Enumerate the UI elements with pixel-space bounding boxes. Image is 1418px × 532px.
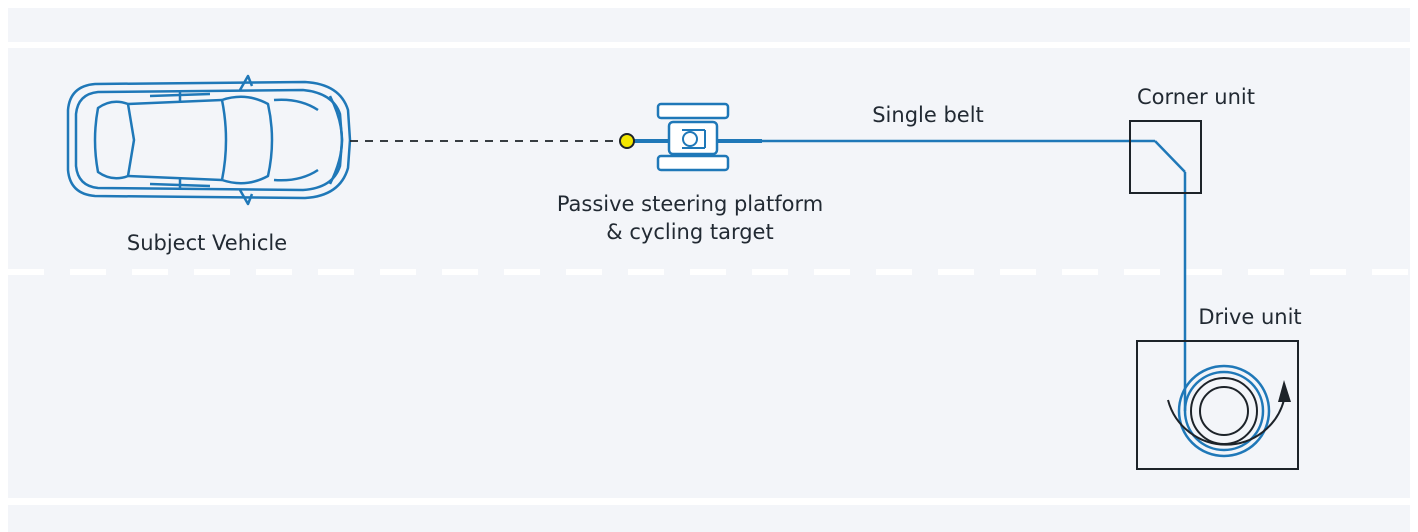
platform-label-line2: & cycling target [606,220,774,244]
drive-unit-label: Drive unit [1198,305,1302,329]
corner-unit-icon [1129,120,1202,194]
car-icon [66,74,352,206]
rotation-arrow-icon [1167,380,1291,446]
bottom-shoulder [8,505,1410,532]
belt-line [762,139,1187,390]
subject-vehicle-label: Subject Vehicle [126,231,288,255]
corner-unit-label: Corner unit [1136,85,1256,109]
top-shoulder [8,8,1410,42]
single-belt-label: Single belt [872,103,984,127]
target-dot-icon [619,133,635,149]
drive-unit-icon [1136,340,1299,470]
platform-label-line1: Passive steering platform [556,192,824,216]
platform-icon [630,102,762,172]
